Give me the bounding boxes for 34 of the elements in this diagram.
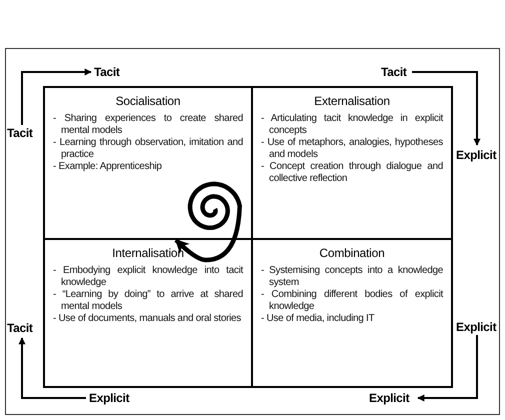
arrow <box>21 68 92 125</box>
axis-label: Explicit <box>89 391 137 407</box>
spiral-arrow <box>174 182 242 262</box>
bullet-point: - Sharing experiences to create shared mental models <box>53 113 243 137</box>
bullet-point: - “Learning by doing” to arrive at shared mental models <box>53 289 243 313</box>
bullet-point: - Systemising concepts into a knowledge system <box>261 265 443 289</box>
axis-label: Explicit <box>456 320 500 336</box>
quadrant-box <box>43 86 253 240</box>
axis-label: Tacit <box>7 126 39 142</box>
bullet-point: - Articulating tacit knowledge in explicit concepts <box>261 113 443 137</box>
bullet-point: - Use of metaphors, analogies, hypotheses and models <box>261 137 443 161</box>
axis-label: Tacit <box>7 321 39 337</box>
bullet-point: - Example: Apprenticeship <box>53 161 163 173</box>
axis-label: Tacit <box>381 65 411 81</box>
bullet-point: - Combining different bodies of explicit knowledge <box>261 289 443 313</box>
quadrant-heading: Externalisation <box>313 94 391 108</box>
bullet-point: - Learning through observation, imitation and practice <box>53 137 243 161</box>
quadrant-heading: Socialisation <box>114 94 182 108</box>
arrow <box>18 337 86 399</box>
arrow <box>417 335 478 402</box>
quadrant-box <box>43 238 253 388</box>
quadrant-box <box>251 238 453 388</box>
bullet-point: - Embodying explicit knowledge into tacit knowledge <box>53 265 243 289</box>
quadrant-box <box>251 86 453 240</box>
axis-label: Explicit <box>456 148 500 164</box>
diagram-frame <box>5 48 500 415</box>
bullet-point: - Use of documents, manuals and oral stories <box>53 313 242 325</box>
quadrant-heading: Combination <box>318 246 386 260</box>
bullet-point: - Use of media, including IT <box>261 313 376 325</box>
quadrant-heading: Internalisation <box>111 246 185 260</box>
arrow <box>412 71 480 146</box>
bullet-point: - Concept creation through dialogue and collective reflection <box>261 161 443 185</box>
axis-label: Tacit <box>94 65 124 81</box>
axis-label: Explicit <box>369 391 417 407</box>
